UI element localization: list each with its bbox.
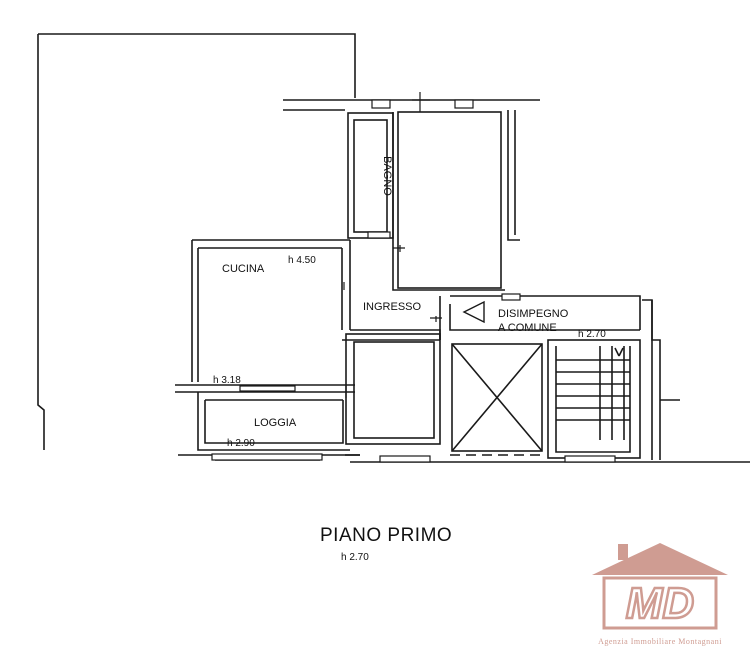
window-marks	[211, 99, 616, 463]
height-label-cucina: h 4.50	[288, 255, 316, 266]
room-label-disimpegno-line1: DISIMPEGNO	[498, 308, 569, 320]
logo-agency-name: Agenzia Immobiliare Montagnani	[598, 637, 722, 646]
logo-letters: MD	[626, 579, 694, 628]
height-label-cucina-lower: h 3.18	[213, 375, 241, 386]
agency-logo: MD Agenzia Immobiliare Montagnani	[592, 543, 728, 646]
door-marks	[343, 92, 442, 398]
floor-height: h 2.70	[341, 552, 369, 563]
floor-title: PIANO PRIMO	[320, 525, 452, 546]
room-label-bagno: BAGNO	[381, 156, 393, 196]
room-label-cucina: CUCINA	[222, 263, 265, 275]
entrance-triangle-icon	[462, 300, 485, 324]
house-roof-icon	[592, 543, 728, 575]
height-label-disimpegno: h 2.70	[578, 329, 606, 340]
height-label-loggia: h 2.90	[227, 438, 255, 449]
room-label-ingresso: INGRESSO	[363, 301, 422, 313]
room-label-loggia: LOGGIA	[254, 417, 297, 429]
room-label-disimpegno-line2: A COMUNE	[498, 322, 557, 334]
